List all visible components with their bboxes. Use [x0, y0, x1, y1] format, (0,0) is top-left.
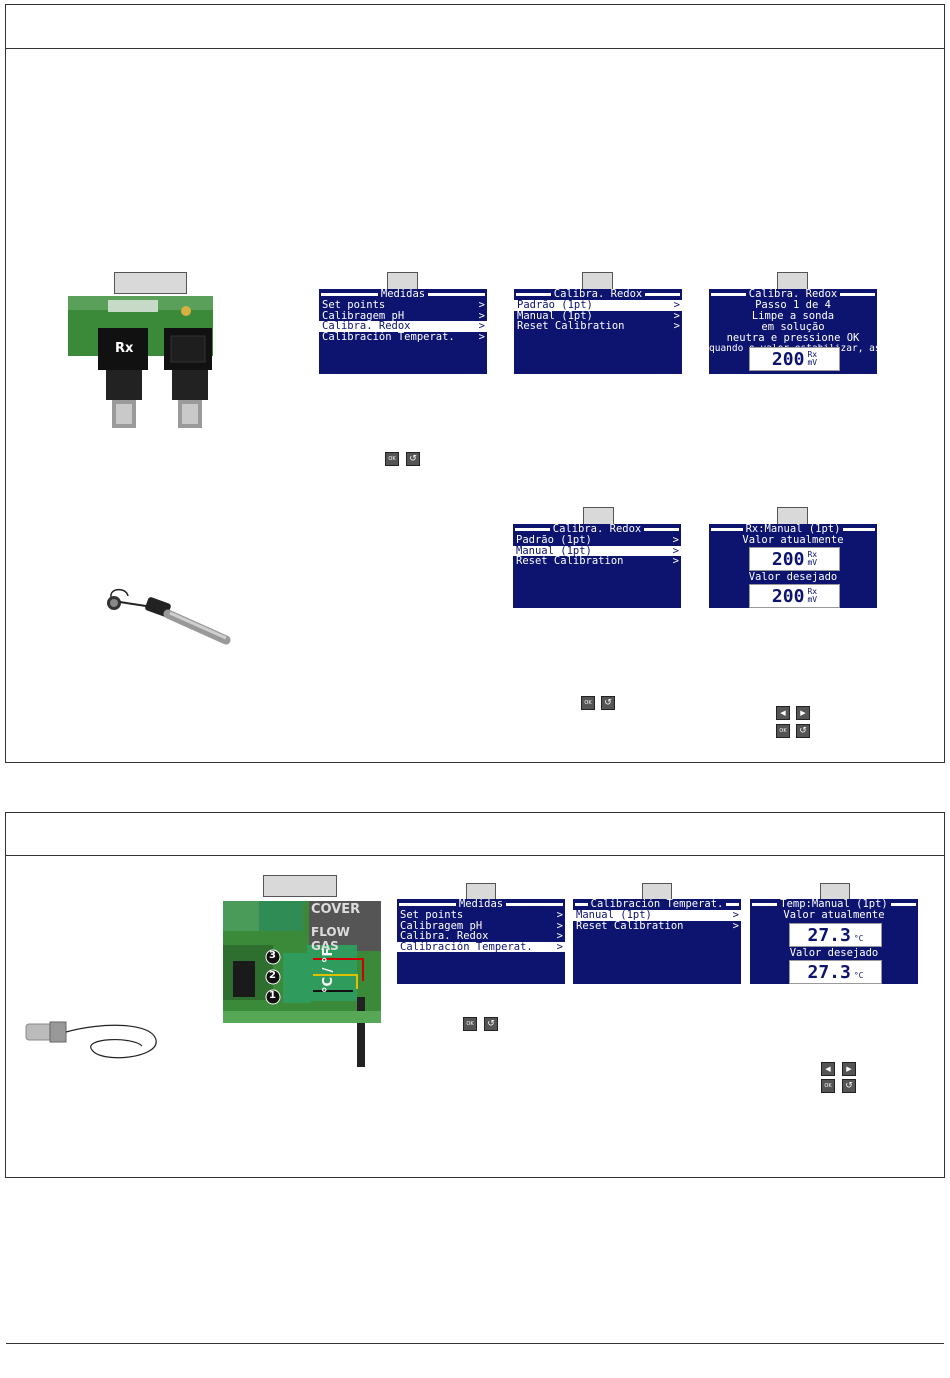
temperature-sensor-photo: [22, 1012, 162, 1072]
pin-2-label: 2: [269, 970, 276, 981]
redox-probe-photo: [98, 586, 233, 648]
ok-key[interactable]: OK: [776, 724, 790, 738]
menu-item-calibracion-temperat[interactable]: Calibración Temperat.>: [322, 330, 485, 343]
ok-key[interactable]: OK: [581, 696, 595, 710]
pin-3-label: 3: [269, 950, 276, 961]
lcd-title: Calibra. Redox: [552, 524, 642, 536]
redox-value: 200: [771, 348, 805, 370]
lcd-title: Calibración Temperat.: [590, 899, 724, 911]
ok-key[interactable]: OK: [385, 452, 399, 466]
lcd-step-screen: Calibra. Redox Passo 1 de 4 Limpe a sond…: [709, 289, 877, 374]
menu-item-calibra-redox[interactable]: Calibra. Redox>: [319, 321, 487, 332]
right-arrow-key[interactable]: ▶: [842, 1062, 856, 1076]
menu-item-reset-calibration[interactable]: Reset Calibration>: [517, 320, 680, 332]
lcd-title: Temp:Manual (1pt): [780, 899, 888, 911]
board-label-cover: COVER: [311, 902, 361, 917]
step-line-1: Passo 1 de 4: [755, 299, 831, 311]
right-arrow-key[interactable]: ▶: [796, 706, 810, 720]
terminal-board-photo: COVER FLOW GAS °C / °F 3 2 1: [223, 901, 381, 1069]
lcd-title: Medidas: [458, 899, 504, 911]
label-current-value: Valor atualmente: [742, 534, 844, 546]
bnc-connector-photo: Rx: [68, 296, 213, 428]
section-header-divider: [6, 855, 944, 856]
lcd-title: Rx:Manual (1pt): [745, 524, 841, 536]
lcd-title: Calibra. Redox: [748, 289, 838, 301]
target-temp-box[interactable]: 27.3 °C: [789, 960, 882, 984]
unit-rx: Rx: [807, 350, 818, 359]
back-key[interactable]: ↺: [406, 452, 420, 466]
menu-item-calibracion-temperat[interactable]: Calibración Temperat.>: [397, 941, 565, 952]
menu-item-set-points[interactable]: Set points>: [322, 299, 485, 311]
menu-item-reset-calibration[interactable]: Reset Calibration>: [516, 555, 679, 567]
menu-item-calibragem-ph[interactable]: Calibragem pH>: [322, 309, 485, 322]
footer-divider: [6, 1343, 944, 1344]
section-temperature-box: [5, 812, 945, 1178]
step-line-4: neutra e pressione OK: [726, 332, 860, 344]
left-arrow-key[interactable]: ◀: [821, 1062, 835, 1076]
board-label-flow-gas: FLOW GAS: [311, 925, 350, 953]
terminal-temp-label: °C / °F: [321, 947, 336, 993]
label-target-value: Valor desejado: [748, 571, 838, 583]
lcd-medidas-menu: Medidas Set points> Calibragem pH> Calib…: [319, 289, 487, 374]
menu-item-manual[interactable]: Manual (1pt)>: [573, 910, 741, 921]
menu-item-set-points[interactable]: Set points>: [400, 909, 563, 921]
back-key[interactable]: ↺: [484, 1017, 498, 1031]
menu-item-padrao[interactable]: Padrão (1pt)>: [516, 534, 679, 546]
current-temp-value: 27.3: [807, 924, 851, 946]
lcd-calibra-redox-manual: Calibra. Redox Padrão (1pt)> Manual (1pt…: [513, 524, 681, 608]
menu-item-reset-calibration[interactable]: Reset Calibration>: [576, 919, 739, 932]
rx-connector-label: Rx: [115, 341, 134, 356]
menu-item-calibragem-ph[interactable]: Calibragem pH>: [400, 919, 563, 932]
lcd-title: Calibra. Redox: [553, 289, 643, 301]
pin-1-label: 1: [269, 990, 276, 1001]
lcd-temp-calibration-menu: Calibración Temperat. Manual (1pt)> Rese…: [573, 899, 741, 984]
temp-unit: °C: [853, 971, 864, 980]
menu-item-manual[interactable]: Manual (1pt)>: [517, 309, 680, 322]
temp-unit: °C: [853, 934, 864, 943]
board-photo-tab: [263, 875, 337, 897]
current-temp-box: 27.3 °C: [789, 923, 882, 947]
back-key[interactable]: ↺: [842, 1079, 856, 1093]
ok-key[interactable]: OK: [821, 1079, 835, 1093]
left-arrow-key[interactable]: ◀: [776, 706, 790, 720]
lcd-title: Medidas: [380, 289, 426, 301]
label-current-value: Valor atualmente: [783, 909, 885, 921]
menu-item-padrao[interactable]: Padrão (1pt)>: [514, 300, 682, 311]
step-line-2: Limpe a sonda: [751, 310, 835, 322]
step-line-3: em solução: [761, 321, 825, 333]
section-redox-box: [5, 4, 945, 763]
target-temp-value: 27.3: [807, 961, 851, 983]
photo-tab: [114, 272, 187, 294]
current-value: 200: [771, 548, 805, 570]
lcd-calibra-redox-menu: Calibra. Redox Padrão (1pt)> Manual (1pt…: [514, 289, 682, 374]
unit-mv: mV: [807, 358, 818, 367]
target-value: 200: [771, 585, 805, 607]
lcd-medidas-menu-temp: Medidas Set points> Calibragem pH> Calib…: [397, 899, 565, 984]
menu-item-calibra-redox[interactable]: Calibra. Redox>: [400, 930, 563, 942]
menu-item-manual[interactable]: Manual (1pt)>: [513, 545, 681, 556]
back-key[interactable]: ↺: [601, 696, 615, 710]
section-header-divider: [6, 48, 944, 49]
back-key[interactable]: ↺: [796, 724, 810, 738]
label-target-value: Valor desejado: [789, 947, 879, 959]
ok-key[interactable]: OK: [463, 1017, 477, 1031]
